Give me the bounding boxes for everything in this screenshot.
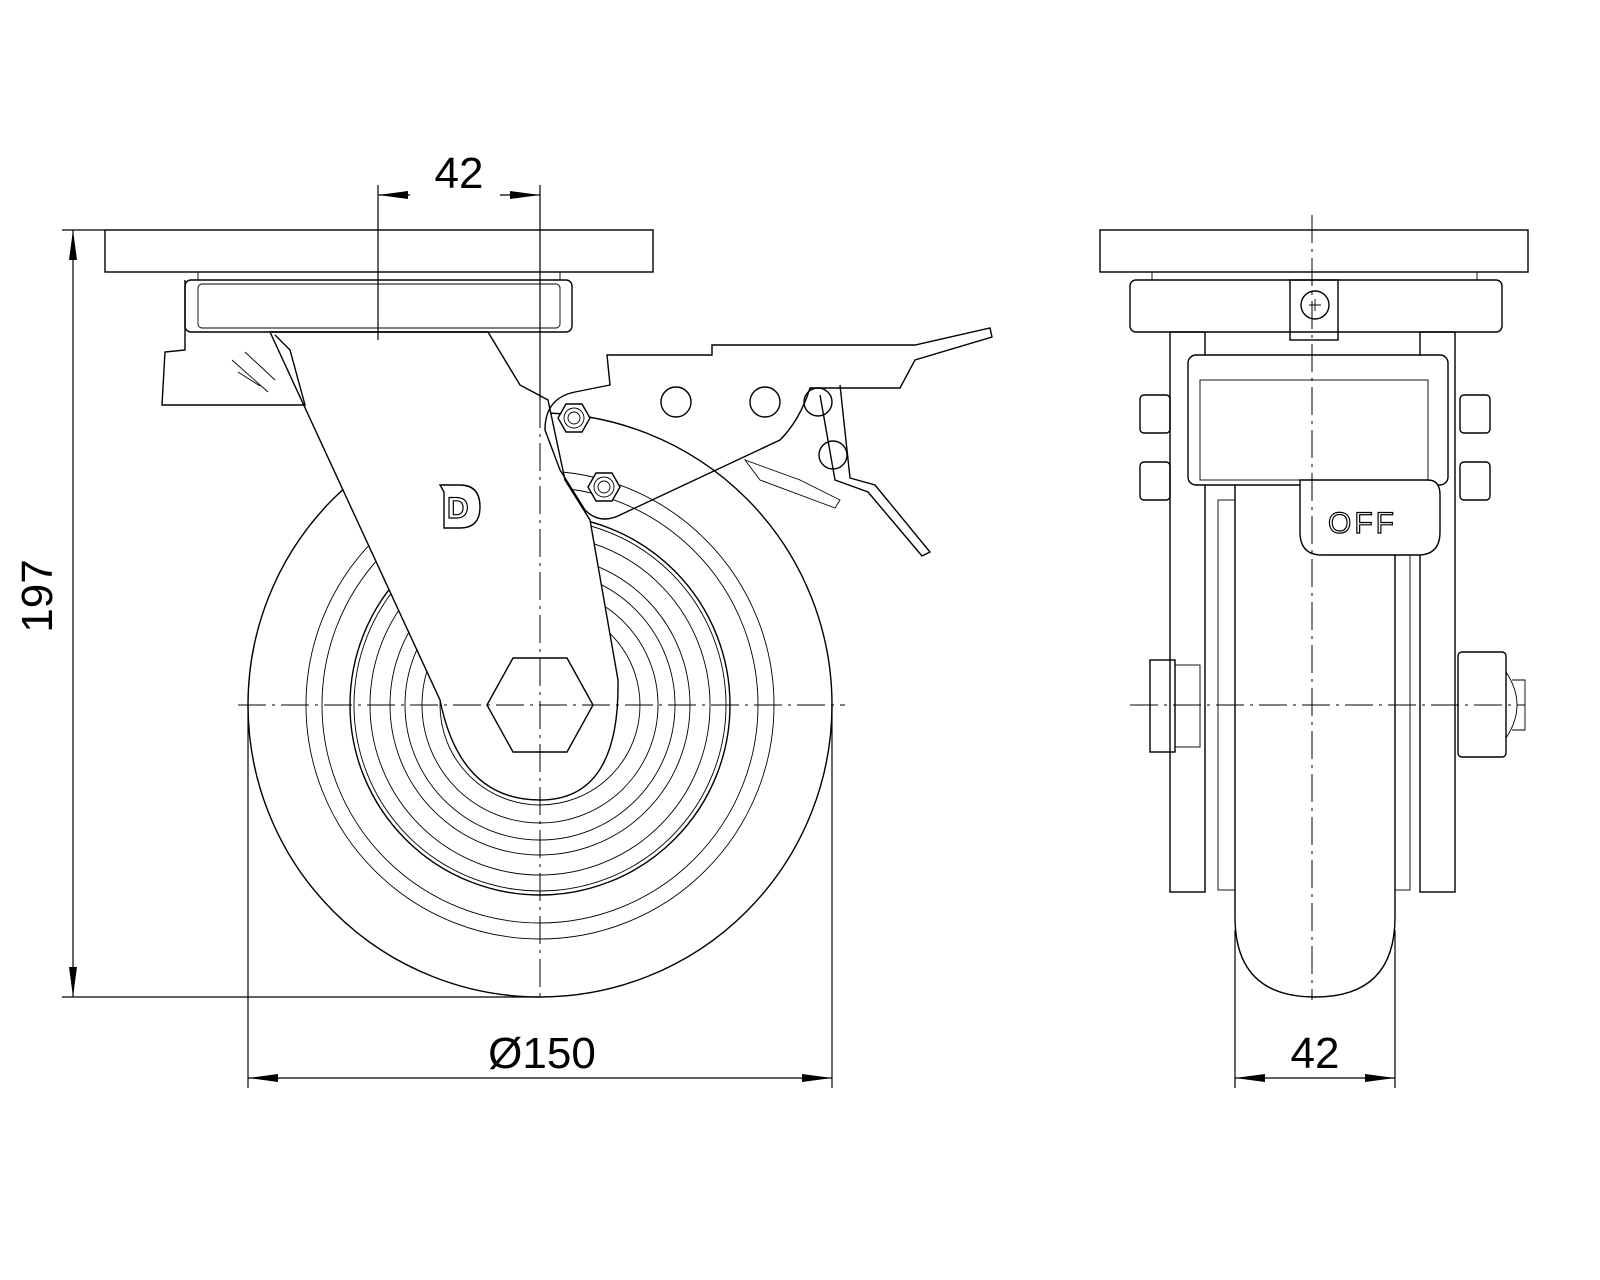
brake-off-tab <box>1299 479 1441 556</box>
logo-letter: D <box>447 492 469 525</box>
wheel-front <box>1234 479 1396 998</box>
hex-nut <box>587 472 621 502</box>
fork-left <box>1169 331 1206 893</box>
front-dimensions: 42 <box>1234 930 1396 1088</box>
fork-bolts <box>1139 394 1491 501</box>
brake-off-label: OFF <box>1328 507 1397 540</box>
brake-housing <box>1187 354 1449 486</box>
front-view: OFF <box>1099 215 1529 1000</box>
pivot-hole <box>749 386 781 418</box>
fork-right <box>1419 331 1456 893</box>
top-plate <box>104 229 654 273</box>
pivot-hole <box>803 387 833 417</box>
height-dimension-label: 197 <box>13 559 62 632</box>
logo: D <box>438 484 481 529</box>
pivot-hole <box>818 440 848 470</box>
diameter-dimension-label: Ø150 <box>488 1029 596 1078</box>
pivot-hole <box>660 386 692 418</box>
side-dimensions: 42 197 Ø150 <box>13 149 833 1088</box>
offset-dimension-label: 42 <box>435 149 484 198</box>
width-dimension-label: 42 <box>1291 1029 1340 1078</box>
brake-mechanism <box>544 327 993 557</box>
side-view: D <box>104 229 993 1000</box>
hex-nut <box>557 403 591 433</box>
axle-nut-left <box>1149 659 1176 753</box>
top-plate-front <box>1099 229 1529 273</box>
swivel-ring-front <box>1129 279 1503 333</box>
swivel-lock <box>161 280 306 406</box>
grease-nipple-icon <box>1300 290 1330 320</box>
